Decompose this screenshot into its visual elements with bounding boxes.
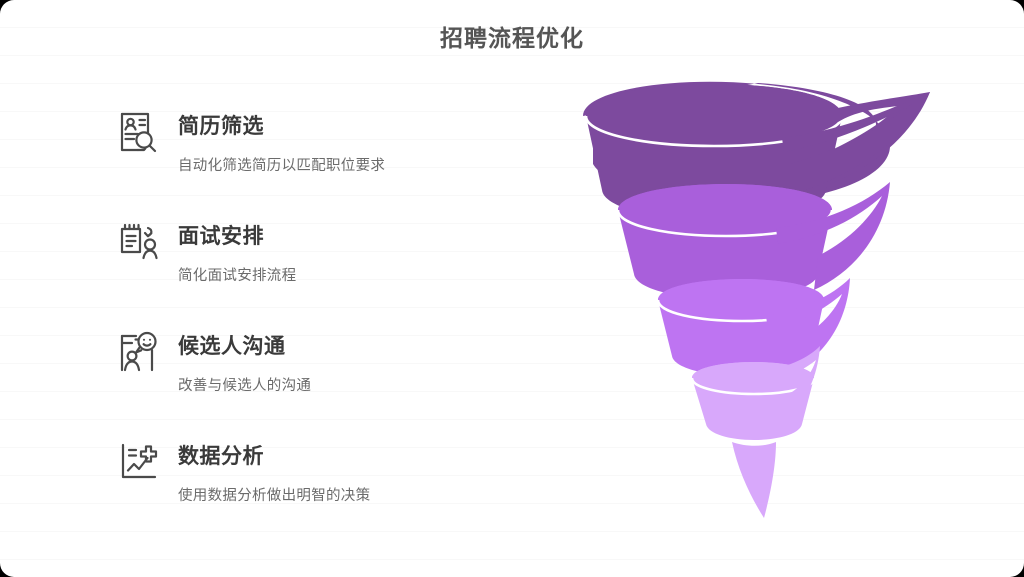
funnel-stage-2 xyxy=(616,182,890,299)
feature-heading: 面试安排 xyxy=(178,225,264,248)
feature-heading: 候选人沟通 xyxy=(178,335,286,358)
feature-item-candidate-communication[interactable]: 候选人沟通 改善与候选人的沟通 xyxy=(114,322,474,402)
feature-item-interview-scheduling[interactable]: 面试安排 简化面试安排流程 xyxy=(114,212,474,292)
feature-description: 简化面试安排流程 xyxy=(178,268,297,284)
feature-item-data-analytics[interactable]: 数据分析 使用数据分析做出明智的决策 xyxy=(114,432,474,512)
funnel-stage-3 xyxy=(656,278,850,376)
resume-search-icon xyxy=(114,108,162,156)
feature-list: 简历筛选 自动化筛选简历以匹配职位要求 xyxy=(114,102,474,542)
feature-item-resume-screening[interactable]: 简历筛选 自动化筛选简历以匹配职位要求 xyxy=(114,102,474,182)
feature-description: 改善与候选人的沟通 xyxy=(178,378,312,394)
feature-heading: 数据分析 xyxy=(178,445,264,468)
feature-description: 自动化筛选简历以匹配职位要求 xyxy=(178,158,386,174)
data-analysis-chart-icon xyxy=(114,438,162,486)
interview-schedule-icon xyxy=(114,218,162,266)
recruitment-spiral-funnel xyxy=(546,78,946,558)
feature-heading: 简历筛选 xyxy=(178,115,264,138)
funnel-stage-4 xyxy=(690,346,820,518)
feature-description: 使用数据分析做出明智的决策 xyxy=(178,488,371,504)
page-title: 招聘流程优化 xyxy=(440,25,584,51)
funnel-stage-1 xyxy=(583,81,930,220)
candidate-chat-icon xyxy=(114,328,162,376)
